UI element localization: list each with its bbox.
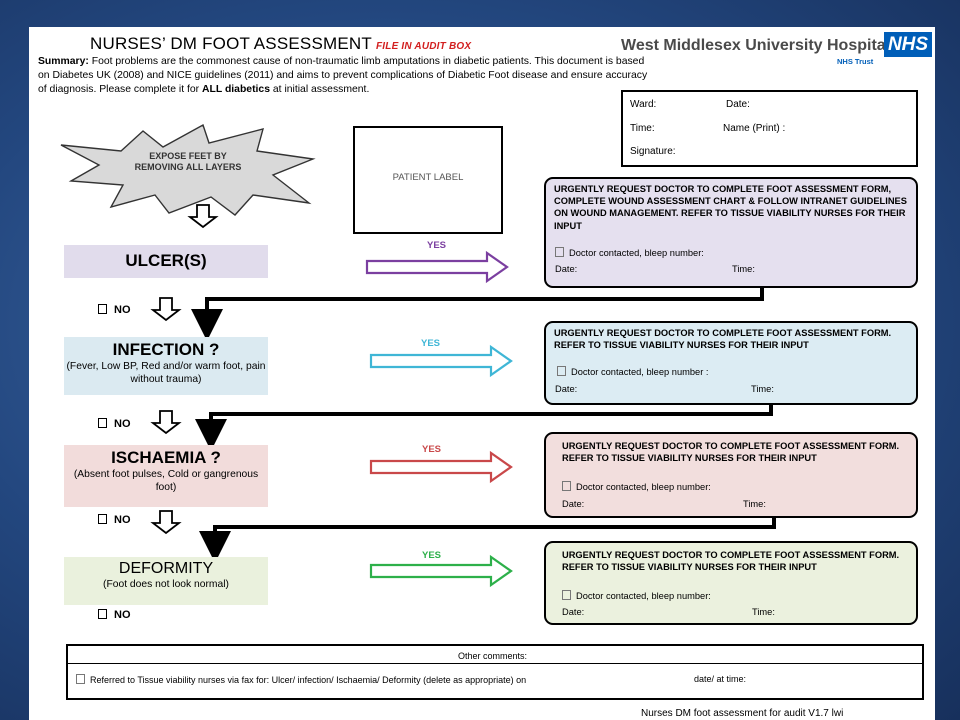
ulcer-title: ULCER(S) [125, 251, 207, 270]
no-checkbox-ulcer[interactable]: NO [98, 304, 131, 316]
patient-label-box[interactable]: PATIENT LABEL [353, 126, 503, 234]
ward-details-box[interactable]: Ward: Date: Time: Name (Print) : Signatu… [621, 90, 918, 167]
checkbox-icon[interactable] [98, 609, 107, 619]
ulcer-box: ULCER(S) [64, 245, 268, 278]
yes-label-ulcer: YES [427, 240, 447, 251]
referral-checkbox[interactable]: Referred to Tissue viability nurses via … [76, 674, 526, 685]
deformity-action-text: URGENTLY REQUEST DOCTOR TO COMPLETE FOOT… [562, 550, 900, 573]
ischaemia-subtitle: (Absent foot pulses, Cold or gangrenous … [73, 469, 259, 493]
ischaemia-doctor-contacted[interactable]: Doctor contacted, bleep number: [562, 481, 711, 492]
infection-doctor-contacted[interactable]: Doctor contacted, bleep number : [557, 366, 708, 377]
ulcer-time-field[interactable]: Time: [732, 264, 755, 274]
no-checkbox-ischaemia[interactable]: NO [98, 514, 131, 526]
no-checkbox-infection[interactable]: NO [98, 418, 131, 430]
infection-title: INFECTION ? [112, 340, 220, 359]
signature-field[interactable]: Signature: [630, 146, 676, 157]
deformity-action-box: URGENTLY REQUEST DOCTOR TO COMPLETE FOOT… [544, 541, 918, 625]
referral-datetime-field[interactable]: date/ at time: [694, 674, 747, 684]
no-checkbox-deformity[interactable]: NO [98, 609, 131, 621]
checkbox-icon[interactable] [555, 247, 564, 257]
flow-connectors [150, 204, 776, 588]
infection-box: INFECTION ? (Fever, Low BP, Red and/or w… [64, 337, 268, 395]
deformity-time-field[interactable]: Time: [752, 607, 775, 617]
ulcer-action-text: URGENTLY REQUEST DOCTOR TO COMPLETE FOOT… [554, 184, 907, 231]
infection-time-field[interactable]: Time: [751, 384, 774, 394]
yes-label-infection: YES [421, 338, 441, 349]
checkbox-icon[interactable] [76, 674, 85, 684]
deformity-doctor-contacted[interactable]: Doctor contacted, bleep number: [562, 590, 711, 601]
ischaemia-time-field[interactable]: Time: [743, 499, 766, 509]
star-text: EXPOSE FEET BY REMOVING ALL LAYERS [134, 151, 242, 172]
other-comments-box[interactable]: Other comments: Referred to Tissue viabi… [66, 644, 924, 700]
footer-version: Nurses DM foot assessment for audit V1.7… [641, 708, 844, 719]
date-field[interactable]: Date: [726, 99, 750, 110]
comments-divider [68, 663, 922, 664]
summary-paragraph: Summary: Foot problems are the commonest… [38, 56, 648, 96]
comments-title: Other comments: [458, 651, 528, 661]
hospital-name: West Middlesex University Hospital [621, 37, 891, 54]
down-arrow-icon [150, 410, 182, 435]
patient-label-text: PATIENT LABEL [392, 172, 464, 183]
down-arrow-icon [150, 510, 182, 535]
yes-arrow-infection [369, 344, 513, 378]
checkbox-icon[interactable] [98, 304, 107, 314]
checkbox-icon[interactable] [557, 366, 566, 376]
audit-tag: FILE IN AUDIT BOX [375, 41, 472, 52]
down-arrow-icon [150, 297, 182, 322]
yes-arrow-ulcer [365, 250, 509, 284]
ischaemia-box: ISCHAEMIA ? (Absent foot pulses, Cold or… [64, 445, 268, 507]
time-field[interactable]: Time: [630, 123, 655, 134]
infection-date-field[interactable]: Date: [555, 384, 578, 394]
down-arrow-icon [187, 204, 219, 229]
ulcer-action-box: URGENTLY REQUEST DOCTOR TO COMPLETE FOOT… [544, 177, 918, 288]
deformity-title: DEFORMITY [118, 560, 214, 577]
ischaemia-action-text: URGENTLY REQUEST DOCTOR TO COMPLETE FOOT… [562, 441, 900, 464]
infection-subtitle: (Fever, Low BP, Red and/or warm foot, pa… [66, 361, 266, 385]
ischaemia-date-field[interactable]: Date: [562, 499, 585, 509]
deformity-subtitle: (Foot does not look normal) [103, 579, 229, 590]
yes-label-ischaemia: YES [422, 444, 442, 455]
connector-line [199, 513, 776, 563]
infection-action-box: URGENTLY REQUEST DOCTOR TO COMPLETE FOOT… [544, 321, 918, 405]
yes-arrow-deformity [369, 554, 513, 588]
name-print-field[interactable]: Name (Print) : [723, 123, 786, 134]
expose-feet-star [60, 123, 316, 216]
nhs-logo: NHS [884, 32, 932, 57]
yes-label-deformity: YES [422, 550, 442, 561]
connector-line [195, 400, 773, 451]
checkbox-icon[interactable] [98, 418, 107, 428]
ischaemia-action-box: URGENTLY REQUEST DOCTOR TO COMPLETE FOOT… [544, 432, 918, 518]
deformity-box: DEFORMITY (Foot does not look normal) [64, 557, 268, 605]
checkbox-icon[interactable] [562, 590, 571, 600]
infection-action-text: URGENTLY REQUEST DOCTOR TO COMPLETE FOOT… [554, 328, 892, 351]
nhs-trust-label: NHS Trust [837, 57, 874, 66]
ward-field[interactable]: Ward: [630, 99, 657, 110]
checkbox-icon[interactable] [562, 481, 571, 491]
deformity-date-field[interactable]: Date: [562, 607, 585, 617]
ischaemia-title: ISCHAEMIA ? [111, 448, 221, 467]
checkbox-icon[interactable] [98, 514, 107, 524]
connector-line [191, 283, 764, 341]
yes-arrow-ischaemia [369, 450, 513, 484]
ulcer-doctor-contacted[interactable]: Doctor contacted, bleep number: [555, 247, 704, 258]
ulcer-date-field[interactable]: Date: [555, 264, 578, 274]
